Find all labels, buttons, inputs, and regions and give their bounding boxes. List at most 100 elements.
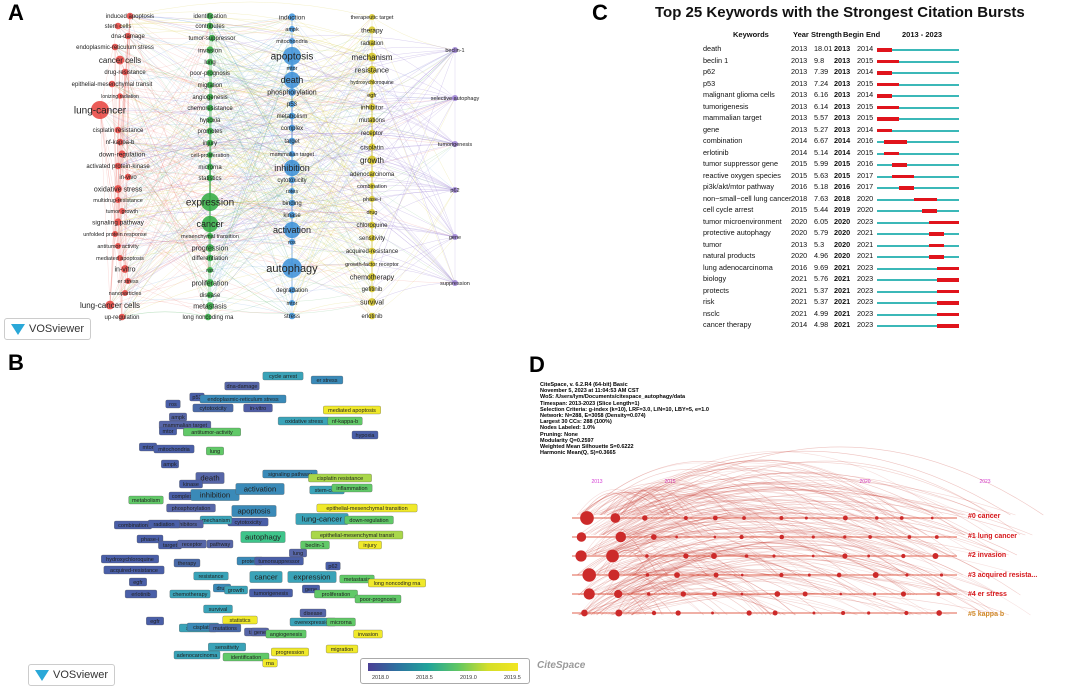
timeline-node (575, 550, 587, 562)
overlay-node (206, 539, 234, 549)
timeline-node (807, 573, 811, 577)
burst-keyword: tumor suppressor gene (703, 159, 779, 168)
network-node-label: therapy (361, 27, 383, 34)
network-node (283, 159, 301, 177)
network-node (367, 155, 377, 165)
network-node (368, 39, 376, 47)
overlay-node-label: apoptosis (238, 507, 271, 516)
burst-begin: 2019 (834, 205, 851, 214)
network-node (206, 58, 214, 66)
burst-timeline (877, 164, 959, 166)
network-node-label: target (284, 139, 300, 145)
burst-end: 2015 (857, 113, 874, 122)
timeline-node (615, 531, 627, 543)
timeline-node (712, 515, 718, 521)
burst-end: 2015 (857, 101, 874, 111)
citespace-info-line: Largest 30 CCs: 288 (100%) (540, 419, 612, 426)
network-node-label: angiogenesis (192, 95, 227, 101)
burst-end: 2021 (857, 228, 874, 237)
burst-timeline (877, 233, 959, 235)
overlay-node (208, 642, 246, 652)
network-node (368, 208, 376, 216)
burst-strength: 5.44 (814, 205, 829, 214)
overlay-node (203, 604, 233, 614)
vosviewer-text: VOSviewer (29, 323, 85, 335)
burst-bar (877, 105, 900, 109)
burst-begin: 2021 (834, 320, 851, 329)
network-node (206, 279, 214, 287)
burst-end: 2014 (857, 67, 874, 76)
network-node-label: drug-resistance (104, 70, 146, 76)
network-node (368, 129, 376, 137)
vosviewer-logo-b: VOSviewer (28, 664, 116, 686)
network-node-label: p62 (450, 188, 459, 194)
network-node-label: phase-i (363, 197, 381, 203)
burst-keyword: biology (703, 274, 727, 283)
timeline-node (772, 610, 778, 616)
burst-timeline (877, 60, 959, 63)
overlay-node (351, 430, 379, 440)
burst-begin: 2021 (834, 297, 851, 306)
timeline-node (608, 569, 620, 581)
network-node (206, 174, 214, 182)
overlay-node (240, 531, 286, 543)
overlay-node-label: metabolism (132, 498, 161, 504)
network-node-label: tumorigenesis (438, 142, 472, 148)
burst-keyword: natural products (703, 251, 756, 260)
burst-strength: 18.01 (814, 44, 833, 53)
timeline-node (802, 591, 808, 597)
network-node-label: cancer cells (99, 56, 141, 65)
timeline-node (843, 535, 847, 539)
overlay-node-label: target (163, 543, 178, 549)
network-node (117, 93, 123, 99)
network-node (121, 289, 129, 297)
network-node (367, 52, 377, 62)
burst-keyword: cancer therapy (703, 320, 752, 329)
burst-year: 2014 (791, 136, 808, 145)
overlay-node (195, 472, 225, 484)
overlay-node (159, 426, 177, 436)
network-node-label: mammalian target (270, 152, 314, 158)
overlay-node (190, 489, 240, 501)
burst-strength: 5.63 (814, 170, 829, 180)
burst-keyword: reactive oxygen species (703, 170, 781, 180)
citespace-info-line: CiteSpace, v. 6.2.R4 (64-bit) Basic (540, 382, 628, 388)
burst-year: 2013 (791, 101, 808, 111)
network-node-label: chemotherapy (350, 274, 395, 281)
burst-strength: 4.96 (814, 251, 829, 260)
timeline-node (645, 554, 649, 558)
overlay-node (129, 577, 147, 587)
network-node-label: kinase (283, 213, 301, 219)
burst-year: 2015 (791, 170, 808, 180)
overlay-node (136, 534, 164, 544)
network-node-label: promotes (197, 129, 222, 135)
burst-timeline (877, 141, 959, 143)
burst-begin: 2021 (834, 274, 851, 283)
network-node (368, 260, 376, 268)
burst-timeline (877, 302, 959, 304)
network-node-label: dna-damage (111, 34, 145, 40)
network-node (368, 26, 376, 34)
cluster-label: #2 invasion (968, 552, 1007, 559)
network-node (206, 22, 214, 30)
network-node-label: cisplatin resistance (93, 128, 144, 134)
overlay-node (299, 608, 327, 618)
network-node-label: selective autophagy (431, 96, 480, 102)
burst-strength: 5.37 (814, 285, 829, 295)
burst-begin: 2020 (834, 251, 851, 260)
overlay-node-label: expression (293, 573, 330, 582)
overlay-node (224, 381, 260, 391)
timeline-node (711, 553, 717, 559)
network-node-label: acquired-resistance (346, 249, 399, 255)
network-node (206, 69, 214, 77)
overlay-node (254, 556, 304, 566)
network-node-label: cisplatin (360, 144, 384, 151)
network-node-label: up-regulation (104, 315, 139, 321)
overlay-node-label: statistics (229, 618, 250, 624)
